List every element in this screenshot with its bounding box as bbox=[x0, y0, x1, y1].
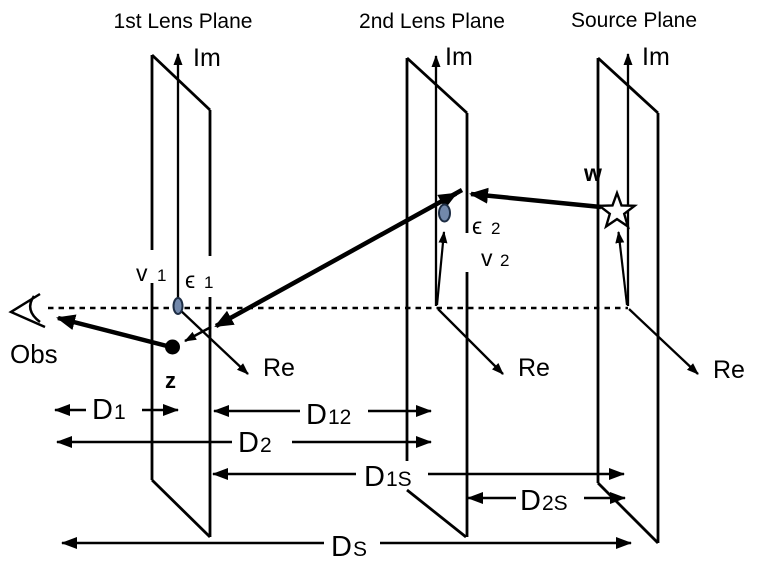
re-label-plane1: Re bbox=[263, 354, 295, 382]
plane2-title: 2nd Lens Plane bbox=[359, 10, 505, 33]
svg-text:1S: 1S bbox=[386, 468, 412, 491]
svg-text:ϵ: ϵ bbox=[185, 267, 195, 293]
re-axis-plane2 bbox=[437, 308, 504, 375]
light-ray-deflection-to-image-point bbox=[184, 325, 212, 343]
re-label-source: Re bbox=[713, 356, 745, 384]
d1-label: D 1 bbox=[92, 394, 126, 426]
svg-text:S: S bbox=[353, 538, 367, 561]
ds-label: D S bbox=[331, 531, 367, 563]
epsilon1-label: ϵ 1 bbox=[185, 267, 213, 293]
svg-text:v: v bbox=[136, 260, 148, 286]
svg-text:D: D bbox=[520, 485, 541, 517]
svg-text:D: D bbox=[92, 394, 113, 426]
image-z-label: z bbox=[165, 368, 176, 393]
svg-text:1: 1 bbox=[114, 401, 126, 424]
epsilon1-marker-ellipse bbox=[172, 297, 184, 315]
d2-label: D 2 bbox=[238, 427, 272, 459]
svg-text:2S: 2S bbox=[542, 492, 568, 515]
source-w-label: w bbox=[583, 160, 602, 186]
svg-text:1: 1 bbox=[157, 266, 166, 285]
svg-text:D: D bbox=[238, 427, 259, 459]
re-axis-plane1 bbox=[178, 308, 249, 375]
source-plane-title: Source Plane bbox=[571, 9, 697, 32]
first-lens-plane-outline bbox=[150, 53, 212, 538]
v1-label: v 1 bbox=[136, 260, 166, 286]
svg-text:D: D bbox=[364, 461, 385, 493]
epsilon2-marker-ellipse bbox=[438, 203, 451, 223]
im-label-plane1: Im bbox=[193, 44, 221, 72]
light-ray-source-to-lens2 bbox=[469, 187, 602, 210]
svg-text:2: 2 bbox=[500, 251, 509, 270]
svg-text:1: 1 bbox=[204, 273, 213, 292]
light-ray-lens1-to-observer bbox=[56, 314, 168, 349]
svg-text:v: v bbox=[481, 245, 493, 271]
re-axis-source bbox=[628, 308, 699, 375]
svg-text:D: D bbox=[306, 399, 327, 431]
svg-text:12: 12 bbox=[328, 406, 351, 429]
epsilon2-label: ϵ 2 bbox=[472, 213, 500, 239]
svg-text:ϵ: ϵ bbox=[472, 213, 482, 239]
d1s-label: D 1S bbox=[364, 461, 412, 493]
svg-text:2: 2 bbox=[260, 434, 272, 457]
plane1-title: 1st Lens Plane bbox=[114, 10, 253, 33]
epsilon2-position-arrow bbox=[435, 231, 448, 306]
svg-text:2: 2 bbox=[491, 219, 500, 238]
light-ray-lens2-to-lens1 bbox=[214, 188, 464, 328]
source-position-arrow bbox=[615, 231, 629, 306]
observer-label: Obs bbox=[10, 339, 58, 369]
light-ray-junction-arrowhead bbox=[437, 191, 458, 209]
source-star-icon bbox=[596, 189, 638, 230]
im-label-plane2: Im bbox=[445, 43, 473, 71]
observer-eye-icon bbox=[8, 292, 46, 329]
re-label-plane2: Re bbox=[518, 354, 550, 382]
im-label-source: Im bbox=[642, 43, 670, 71]
image-point-z-dot bbox=[165, 339, 180, 355]
svg-text:D: D bbox=[331, 531, 352, 563]
d12-label: D 12 bbox=[306, 399, 351, 431]
d2s-label: D 2S bbox=[520, 485, 568, 517]
v2-label: v 2 bbox=[481, 245, 509, 271]
